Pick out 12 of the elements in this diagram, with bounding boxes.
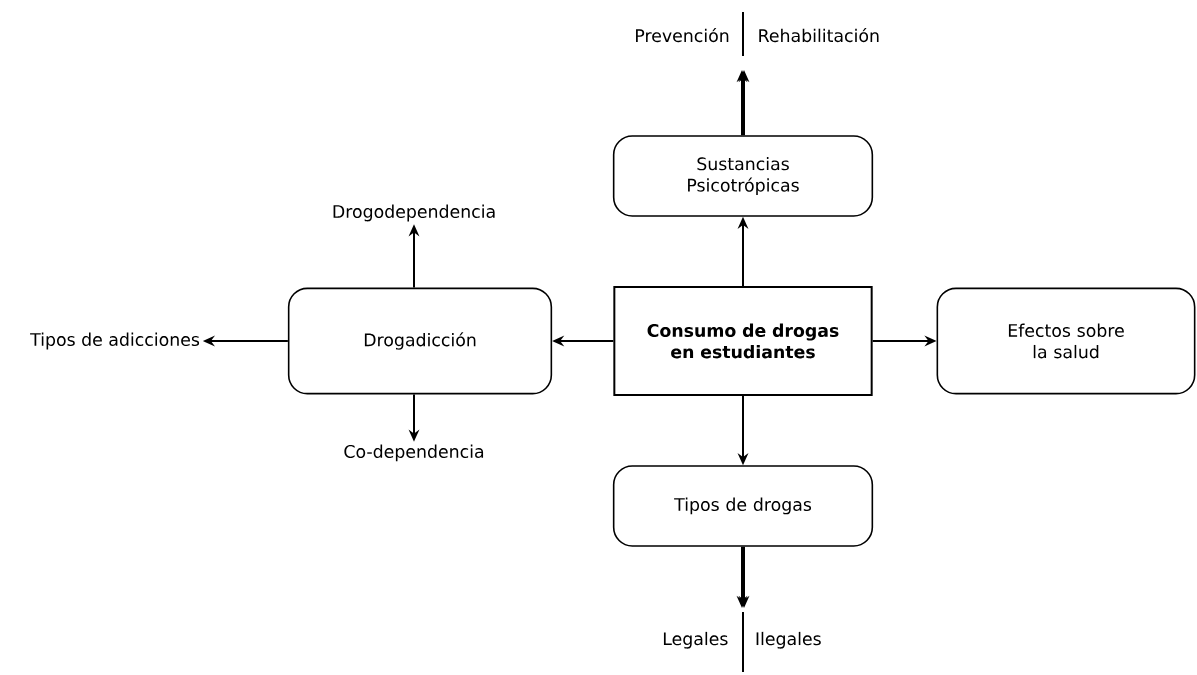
label-text: Legales (663, 631, 728, 649)
label-text: Co-dependencia (344, 444, 484, 462)
label-text: Ilegales (756, 631, 821, 649)
rounded-box: Sustancias Psicotrópicas (612, 135, 874, 217)
rounded-box: Drogadicción (287, 287, 553, 395)
label-text: Tipos de adicciones (30, 332, 200, 350)
rounded-box: Tipos de drogas (612, 465, 874, 547)
label-text: Rehabilitación (759, 28, 879, 43)
title-box: Consumo de drogas en estudiantes (613, 286, 873, 396)
label-text: Prevención (636, 28, 729, 43)
label-text: Drogodependencia (333, 204, 495, 222)
rounded-box: Efectos sobre la salud (936, 287, 1196, 395)
